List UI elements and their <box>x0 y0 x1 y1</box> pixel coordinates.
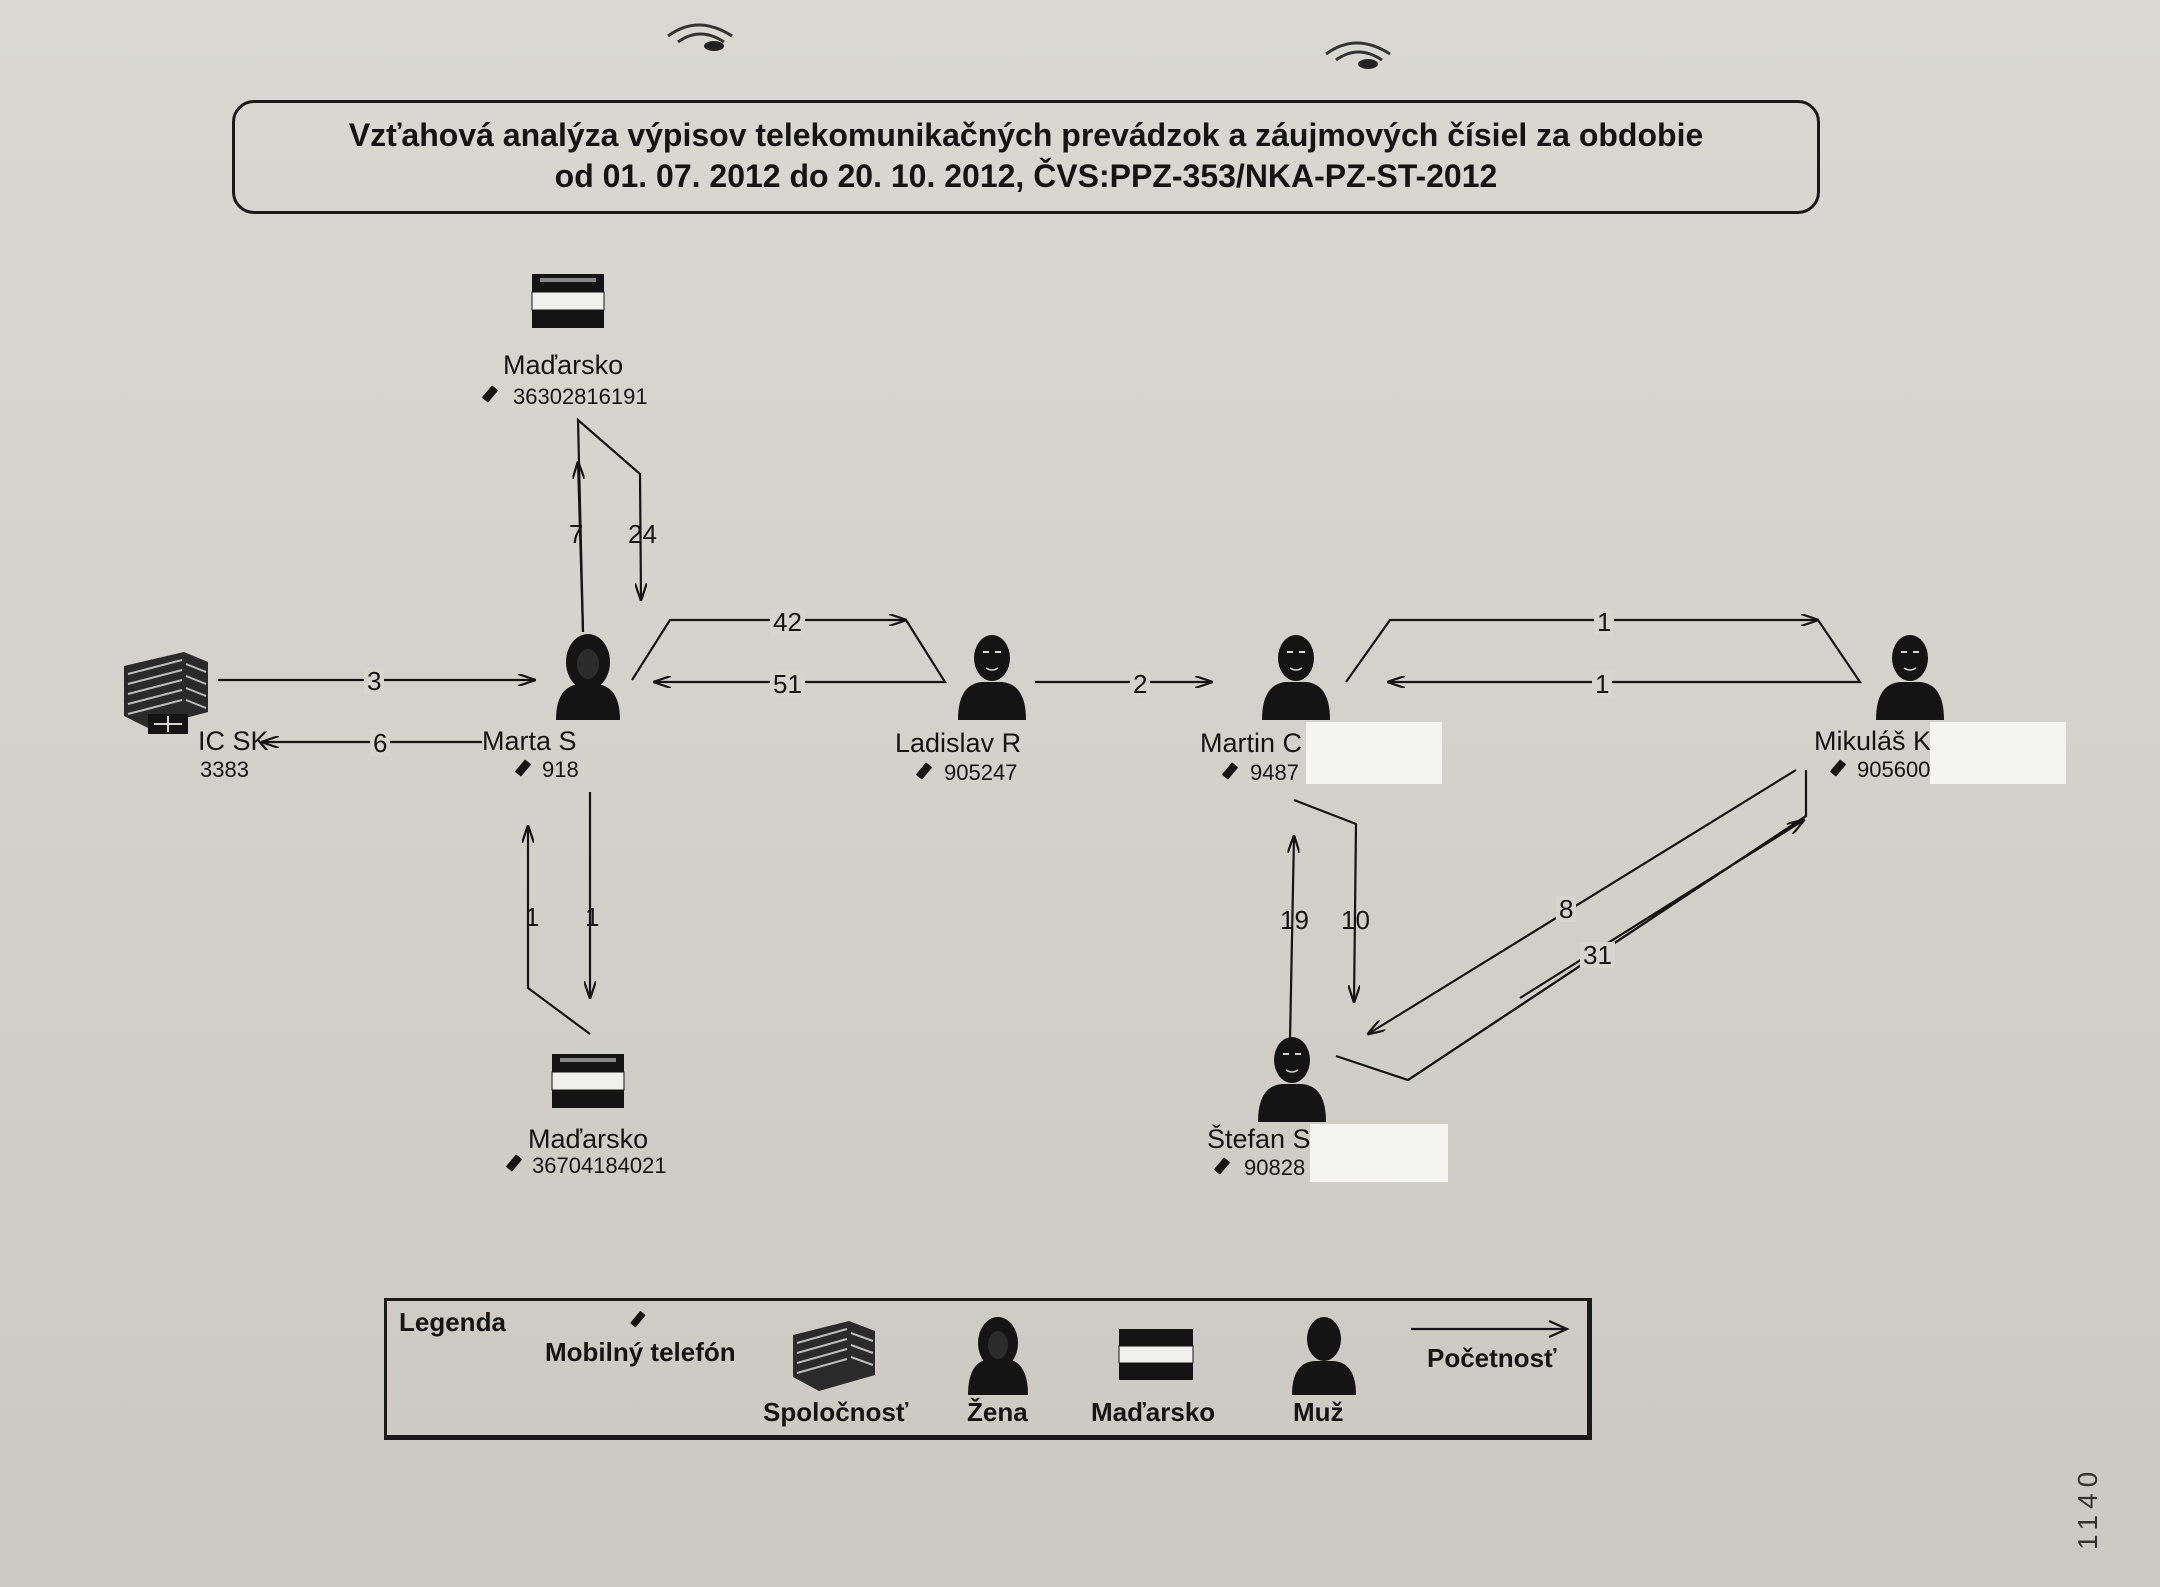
node-phone-marta: 918 <box>542 757 579 782</box>
mobile-phone-icon <box>505 1154 523 1172</box>
title-box: Vzťahová analýza výpisov telekomunikačný… <box>232 100 1820 214</box>
node-name-hungary-bottom: Maďarsko <box>528 1124 649 1154</box>
man-icon <box>1257 1036 1327 1123</box>
legend-hungary-flag-icon <box>1118 1329 1194 1380</box>
man-icon <box>957 634 1027 721</box>
woman-icon <box>556 634 620 720</box>
edge-count-martin-to-stefan: 10 <box>1341 905 1370 935</box>
legend-hungary-label: Maďarsko <box>1091 1397 1216 1427</box>
edge-stefan-to-mikulas <box>1519 820 1804 999</box>
node-name-ladislav: Ladislav R <box>895 728 1022 758</box>
hungary-flag-icon <box>551 1053 625 1109</box>
legend-man-label: Muž <box>1293 1397 1344 1427</box>
edge-mikulas-to-martin <box>1388 619 1863 682</box>
node-phone-ladislav: 905247 <box>944 760 1018 785</box>
edge-marta-to-hu-top <box>578 462 583 633</box>
edge-count-company-to-marta: 3 <box>364 668 385 694</box>
legend-box: Legenda Mobilný telefón Spoločnosť Žena … <box>384 1298 1592 1440</box>
node-phone-stefan: 90828 <box>1244 1155 1306 1180</box>
edge-count-mikulas-to-stefan: 31 <box>1580 942 1615 968</box>
node-phone-hungary-top: 36302816191 <box>513 384 648 409</box>
node-name-hungary-top: Maďarsko <box>503 350 624 380</box>
edge-martin-to-mikulas <box>1345 620 1818 683</box>
redaction-patch <box>1930 722 2066 784</box>
margin-page-number: 1140 <box>2072 1465 2103 1550</box>
title-line-1: Vzťahová analýza výpisov telekomunikačný… <box>348 117 1704 153</box>
node-name-marta: Marta S <box>482 726 577 756</box>
edge-hu-bottom-to-marta <box>528 826 591 1035</box>
legend-frequency-label: Početnosť <box>1427 1343 1557 1373</box>
edge-count-ladislav-to-martin: 2 <box>1130 671 1151 697</box>
legend-woman-icon <box>968 1317 1028 1395</box>
edge-count-marta-to-ladislav: 42 <box>770 609 805 635</box>
mobile-phone-icon <box>481 385 499 403</box>
edge-count-marta-to-hu-top: 7 <box>569 519 584 549</box>
node-name-martin: Martin C <box>1200 728 1303 758</box>
edge-stefan-mikulas-path <box>1335 815 1807 1082</box>
edge-count-stefan-to-martin: 19 <box>1280 905 1309 935</box>
mobile-phone-icon <box>915 762 933 780</box>
node-phone-martin: 9487 <box>1250 760 1299 785</box>
legend-man-icon <box>1292 1317 1356 1395</box>
punch-hole-mark <box>667 23 733 51</box>
edge-count-martin-to-mikulas: 1 <box>1594 609 1615 635</box>
node-name-stefan: Štefan S <box>1207 1124 1311 1154</box>
punch-hole-mark <box>1325 41 1391 69</box>
legend-company-label: Spoločnosť <box>763 1397 909 1427</box>
node-phone-mikulas: 905600 <box>1857 757 1931 782</box>
edge-stefan-mikulas-path <box>1407 770 1808 1081</box>
edge-count-mikulas-to-martin: 1 <box>1592 671 1613 697</box>
node-phone-company: 3383 <box>200 757 249 782</box>
edge-mikulas-to-stefan <box>1368 769 1797 1034</box>
edge-marta-to-ladislav <box>631 620 906 681</box>
edge-count-ladislav-to-marta: 51 <box>770 671 805 697</box>
legend-woman-label: Žena <box>967 1397 1028 1427</box>
company-building-icon <box>123 651 209 735</box>
redaction-patch <box>1306 722 1442 784</box>
edge-count-marta-to-hu-bottom: 1 <box>585 902 600 932</box>
legend-title: Legenda <box>399 1307 506 1337</box>
legend-phone-label: Mobilný telefón <box>545 1337 736 1367</box>
node-name-mikulas: Mikuláš K <box>1814 726 1932 756</box>
mobile-phone-icon <box>514 759 532 777</box>
node-phone-hungary-bottom: 36704184021 <box>532 1153 667 1178</box>
hungary-flag-icon <box>531 273 605 329</box>
edge-count-marta-to-company: 6 <box>370 730 391 756</box>
redaction-patch <box>1310 1124 1448 1182</box>
legend-company-icon <box>793 1321 875 1391</box>
edge-count-hu-bottom-to-marta: 1 <box>525 902 540 932</box>
edge-martin-to-stefan <box>1293 798 1356 1002</box>
node-name-company: IC SK <box>198 726 269 756</box>
edge-count-stefan-to-mikulas: 8 <box>1556 896 1577 922</box>
man-icon <box>1875 634 1945 721</box>
man-icon <box>1261 634 1331 721</box>
edge-ladislav-to-marta <box>654 619 947 682</box>
legend-phone-icon <box>630 1311 646 1328</box>
title-line-2: od 01. 07. 2012 do 20. 10. 2012, ČVS:PPZ… <box>554 158 1498 194</box>
legend-frequency-arrow-icon <box>1411 1319 1570 1339</box>
mobile-phone-icon <box>1829 759 1847 777</box>
edge-count-hu-top-to-marta: 24 <box>628 519 657 549</box>
edge-stefan-to-martin <box>1290 836 1294 1041</box>
mobile-phone-icon <box>1213 1157 1231 1175</box>
mobile-phone-icon <box>1221 762 1239 780</box>
